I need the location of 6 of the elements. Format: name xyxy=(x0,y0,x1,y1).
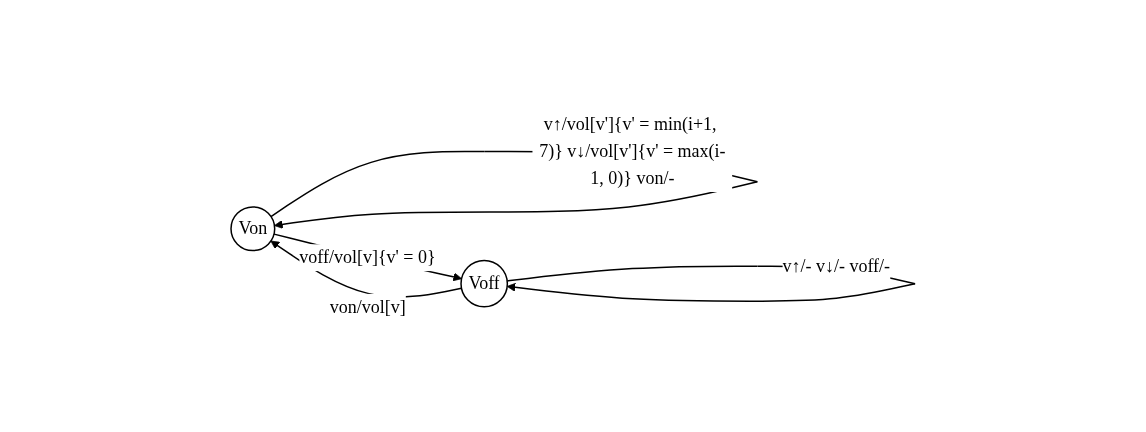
edge-label: von/vol[v] xyxy=(329,296,406,317)
edge-label: voff/vol[v]{v' = 0} xyxy=(299,247,436,268)
edge-label: v↑/- v↓/- voff/- xyxy=(782,255,890,276)
node-circle: Voff xyxy=(460,259,508,308)
edge-label: v↑/vol[v']{v' = min(i+1, 7)} v↓/vol[v']{v' = max(i-1, 0)} von/- xyxy=(539,114,726,189)
node-circle: Von xyxy=(230,206,276,252)
